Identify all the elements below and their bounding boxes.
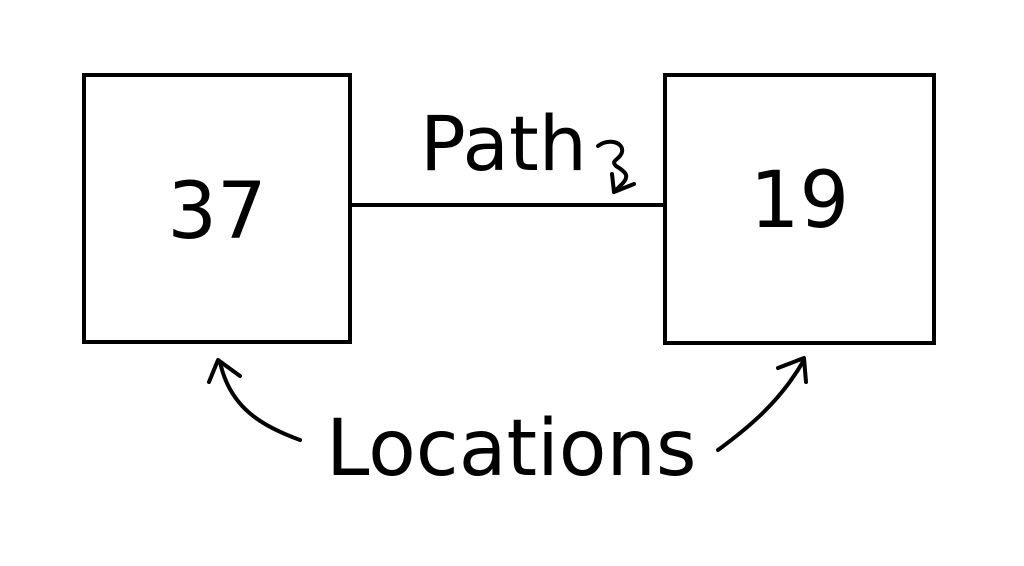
locations-arrowhead-right <box>776 356 808 384</box>
path-label: Path <box>420 99 587 188</box>
location-box-right: 19 <box>663 73 936 345</box>
path-pointer-arrowhead <box>610 172 636 194</box>
location-box-right-label: 19 <box>749 156 850 246</box>
locations-arrowhead-left <box>207 358 242 384</box>
locations-label: Locations <box>326 404 697 494</box>
location-box-left-label: 37 <box>167 166 267 257</box>
locations-arrow-left <box>218 360 302 442</box>
locations-arrow-right <box>716 358 806 452</box>
location-box-left: 37 <box>82 73 352 344</box>
path-pointer-arrow <box>596 139 629 194</box>
